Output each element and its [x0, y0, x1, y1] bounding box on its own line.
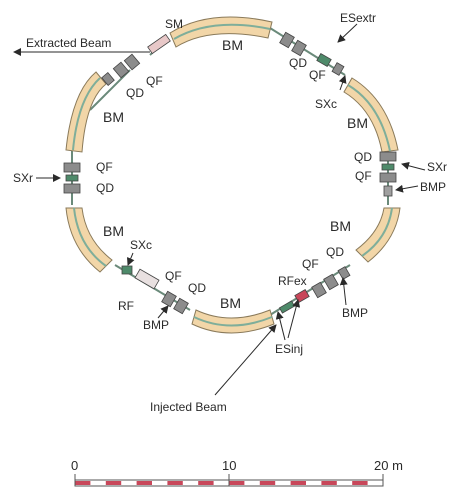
label-sxr-right: SXr: [427, 160, 447, 174]
quad-group-right: [379, 151, 397, 197]
label-bm-top: BM: [222, 37, 243, 53]
label-bm-bottom-left: BM: [103, 223, 124, 239]
label-qf-left: QF: [96, 160, 113, 174]
label-bm-top-right: BM: [347, 115, 368, 131]
scale-bar-segment: [259, 481, 276, 485]
quad-group-top-left: [101, 53, 141, 86]
scale-bar-segment: [167, 481, 183, 485]
label-injected-beam: Injected Beam: [150, 400, 227, 414]
scale-bar-segments: [75, 481, 368, 485]
label-bmp-bottom-left: BMP: [143, 318, 169, 332]
scale-bar-segment: [75, 481, 91, 485]
scale-bar-segment: [321, 481, 337, 485]
quad-group-top-right: [279, 31, 345, 76]
scale-bar: 0 10 20 m: [71, 458, 403, 487]
label-bmp-right: BMP: [420, 180, 446, 194]
scale-bar-segment: [229, 481, 245, 485]
scale-label-10: 10: [222, 458, 236, 473]
label-rf: RF: [118, 299, 134, 313]
injected-beam-line: [214, 324, 277, 396]
scale-label-20: 20 m: [374, 458, 403, 473]
label-sxr-left: SXr: [13, 171, 33, 185]
dipole-top: [169, 16, 273, 48]
label-qf-bottom-left: QF: [165, 269, 182, 283]
label-qd-right: QD: [354, 150, 372, 164]
dipole-bottom: [191, 309, 275, 334]
label-qd-left: QD: [96, 181, 114, 195]
scale-bar-segment: [290, 481, 306, 485]
pointer-arrows: [36, 23, 426, 341]
label-qf-top-left: QF: [146, 74, 163, 88]
label-rfex: RFex: [278, 274, 307, 288]
label-sxc-top-right: SXc: [315, 97, 337, 111]
scale-bar-segment: [105, 481, 122, 485]
quad-group-bottom-left: [121, 265, 189, 315]
label-es-extr: ESextr: [340, 11, 376, 25]
label-qf-top-right: QF: [309, 68, 326, 82]
scale-bar-segment: [352, 481, 368, 485]
label-bm-top-left: BM: [103, 109, 124, 125]
label-qf-right: QF: [355, 169, 372, 183]
dipole-top-left: [65, 71, 107, 153]
scale-label-0: 0: [71, 458, 78, 473]
pipe-segment: [89, 69, 131, 111]
label-bm-bottom: BM: [220, 295, 241, 311]
quad-group-left: [63, 162, 81, 194]
label-qd-bottom-right: QD: [326, 245, 344, 259]
scale-bar-segment: [198, 481, 214, 485]
dipole-bottom-left: [65, 207, 113, 273]
label-qd-bottom-left: QD: [188, 281, 206, 295]
scale-bar-segment: [136, 481, 152, 485]
label-sm: SM: [165, 17, 183, 31]
label-bm-bottom-right: BM: [330, 218, 351, 234]
septum-magnet: [147, 33, 171, 55]
pipe-segment: [269, 27, 346, 76]
label-qd-top-right: QD: [289, 56, 307, 70]
label-qd-top-left: QD: [126, 86, 144, 100]
dipole-top-right: [343, 77, 399, 153]
label-extracted-beam: Extracted Beam: [26, 36, 111, 50]
label-es-inj: ESinj: [275, 342, 303, 356]
dipole-bottom-right: [355, 207, 401, 263]
label-sxc-bottom-left: SXc: [130, 238, 152, 252]
label-bmp-bottom-right: BMP: [342, 306, 368, 320]
label-qf-bottom-right: QF: [302, 257, 319, 271]
